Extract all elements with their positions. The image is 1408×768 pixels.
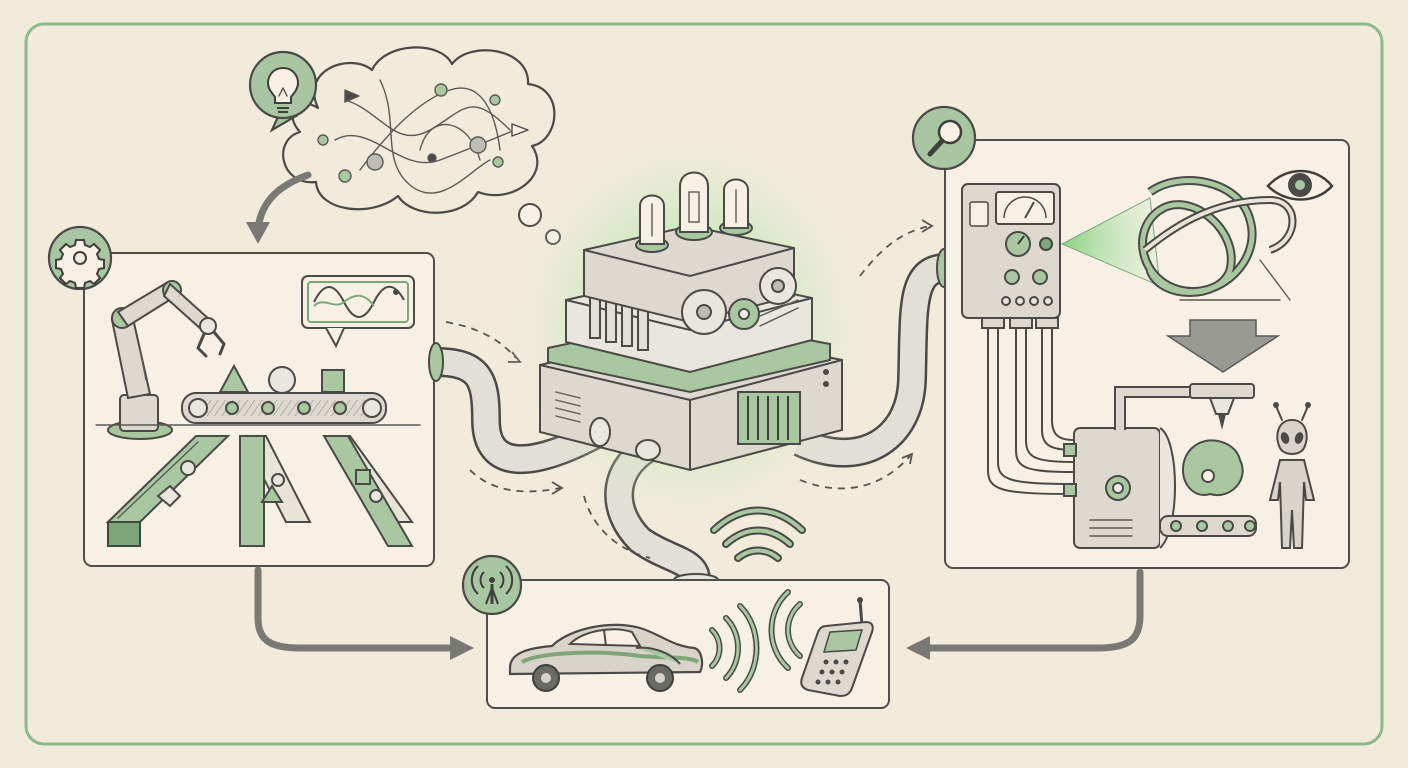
fabricator-machine [1063,383,1257,549]
lightbulb-icon [248,50,318,133]
conveyor-belt [95,363,421,426]
gauge-meter [961,183,1061,319]
inspection-panel [911,105,1350,569]
antenna-icon [461,554,523,616]
down-arrow-icon [1165,319,1281,373]
mobile-phone-icon [800,597,874,698]
sorting-chutes [105,435,414,547]
gear-icon [47,225,113,291]
arrow-idea-to-manufacturing [246,171,312,244]
engine-gears [681,267,799,335]
wireless-panel [461,506,890,709]
outer-frame [24,22,1384,746]
waveform-screen-icon [301,275,415,349]
magnifier-icon [911,105,977,171]
tangled-thoughts-icon [317,79,529,194]
wifi-signal-icon [710,506,806,562]
eye-icon [1266,169,1334,201]
vacuum-tube-icon [635,171,753,253]
arrow-manufacturing-to-wireless [254,566,474,660]
central-engine [500,120,880,540]
tangled-knot-icon [1138,176,1297,301]
manufacturing-panel [47,225,435,567]
robot-arm [107,280,226,440]
idea-cloud [248,46,561,245]
blob-shape [1181,439,1244,497]
vintage-car-icon [508,623,704,692]
arrow-inspection-to-wireless [906,568,1144,660]
engine-heatsink [737,391,801,445]
cable-bundle [981,317,1075,495]
signal-waves-icon [709,589,803,693]
alien-figure-icon [1268,402,1316,549]
